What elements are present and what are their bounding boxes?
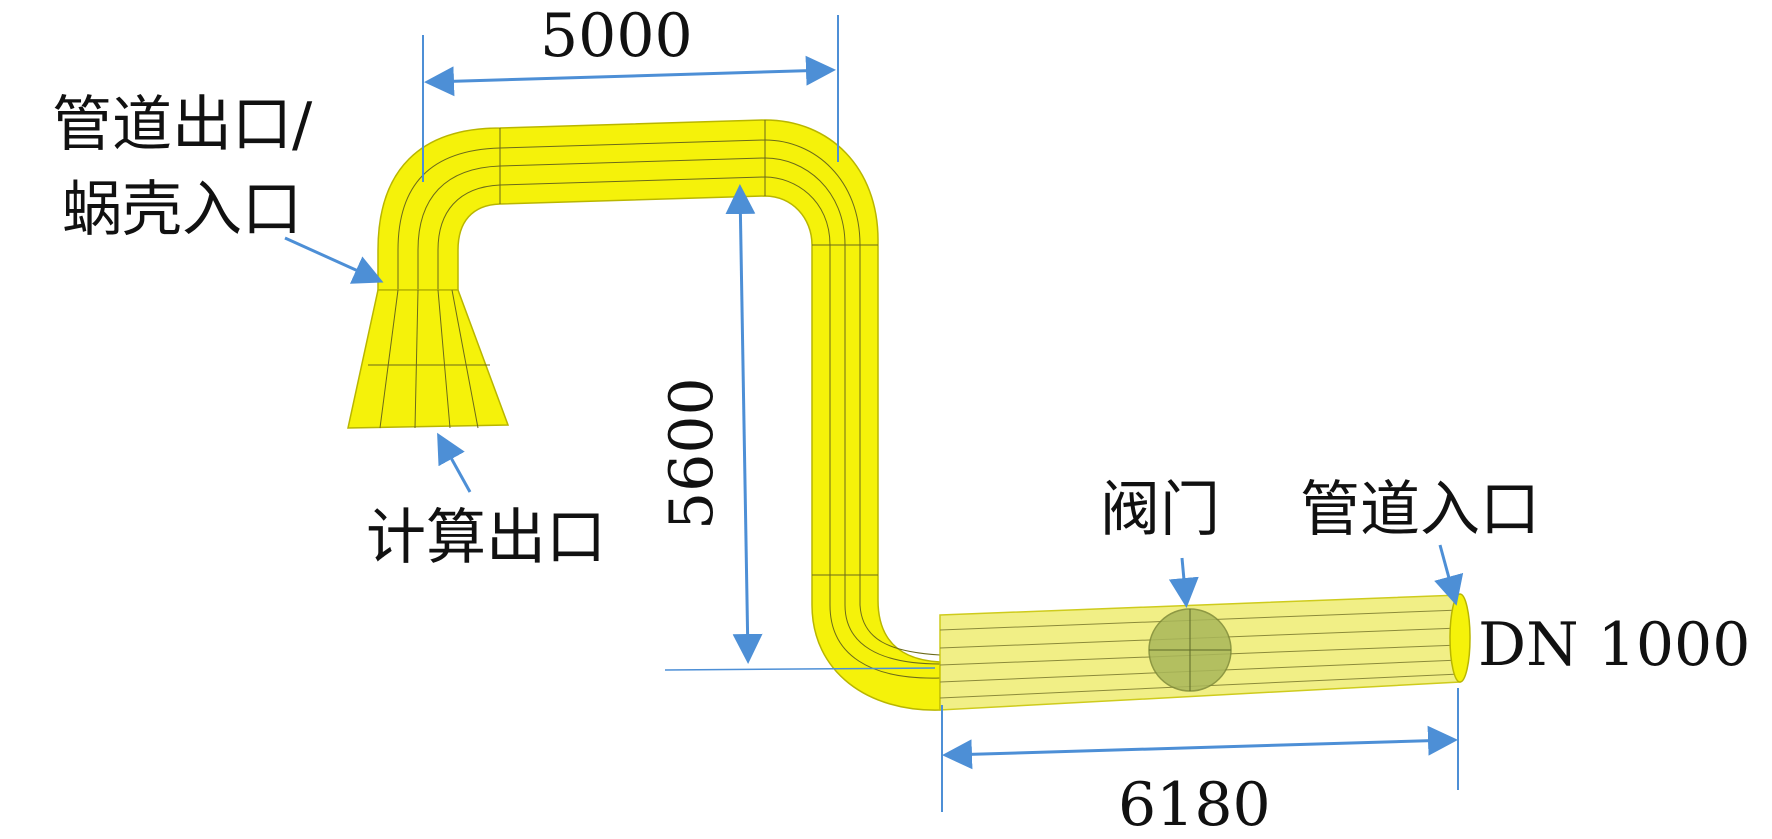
dim-vertical-arrow [725,184,763,664]
label-pipe-inlet: 管道入口 [1300,475,1540,545]
dim-vertical-value: 5600 [657,377,727,530]
inlet-pipe-transparent [939,593,1471,711]
pipe-body [377,119,941,711]
label-outlet-line1: 管道出口/ [52,90,313,160]
pipe-upper-section [377,119,941,711]
valve-callout-arrow [1168,557,1199,608]
dimension-lines [422,15,1459,812]
label-diameter: DN 1000 [1478,610,1750,680]
label-valve: 阀门 [1100,475,1220,545]
callout-arrows [284,236,1464,608]
label-calc-outlet: 计算出口 [366,503,606,573]
outlet-diffuser [347,289,510,429]
label-outlet-line2: 蜗壳入口 [62,175,302,245]
inlet-end-cap [1449,593,1471,683]
calc-outlet-callout-arrow [437,432,472,493]
dim-bottom-arrow [942,725,1458,770]
dim-bottom-value: 6180 [1118,770,1271,839]
dim-top-arrow [424,55,836,97]
inlet-callout-arrow [1434,544,1464,606]
dim-top-value: 5000 [540,1,693,71]
outlet-callout-arrow [284,236,384,284]
